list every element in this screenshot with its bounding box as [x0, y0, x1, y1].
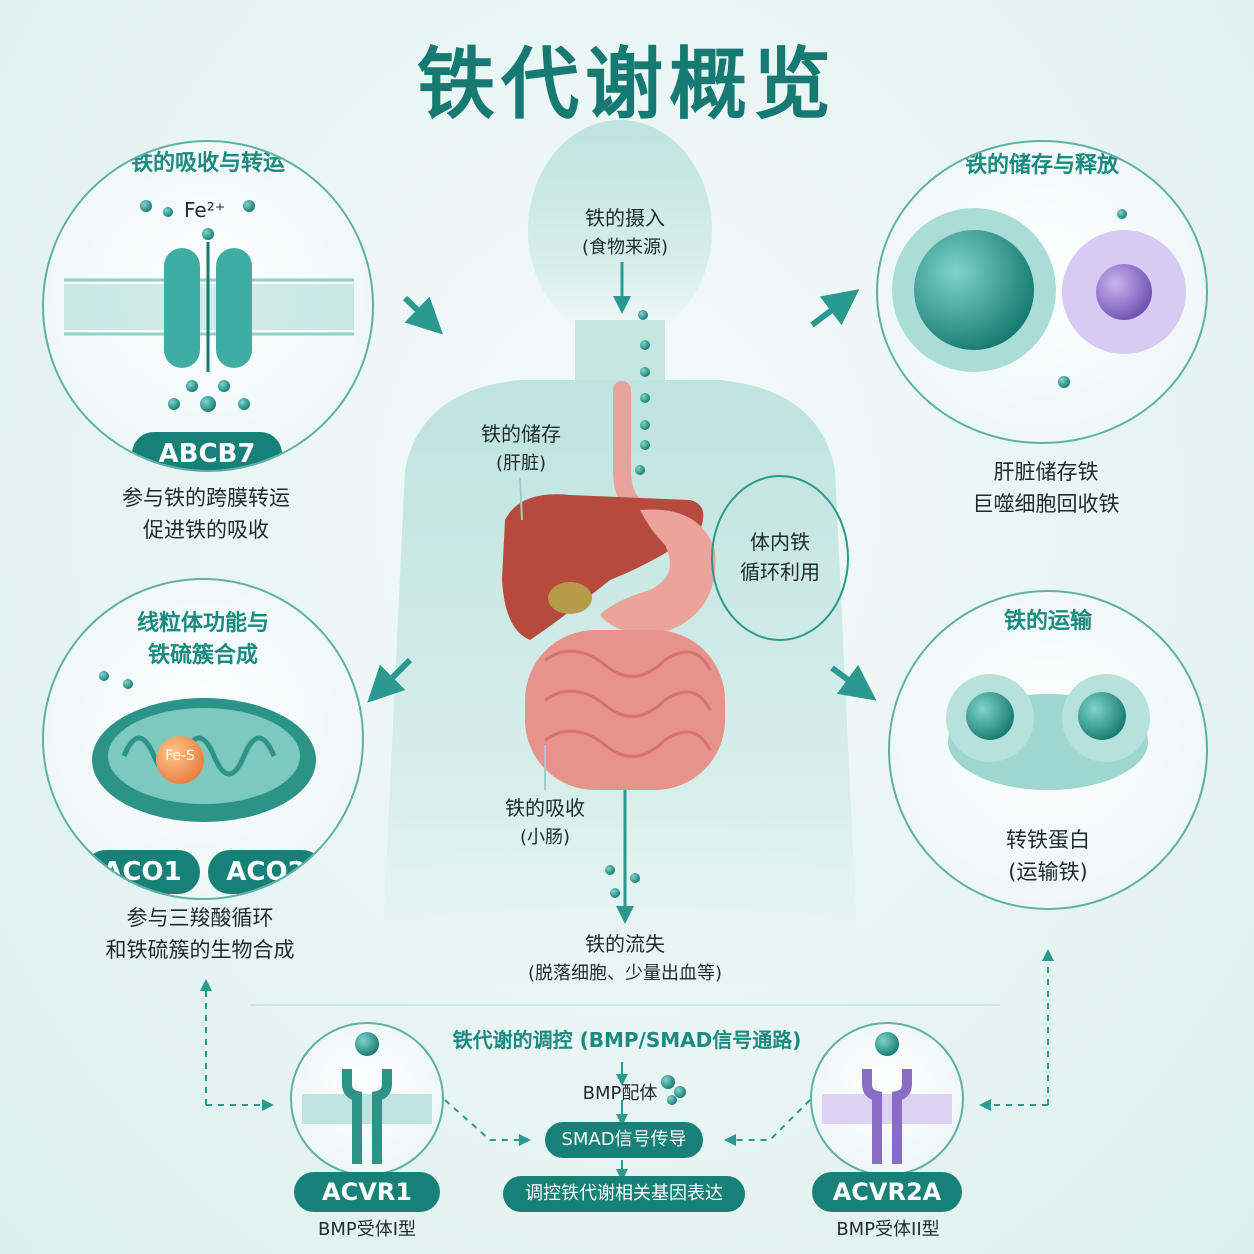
acvr1-receptor-graphic: [290, 1022, 444, 1176]
abcb7-description-2: 促进铁的吸收: [143, 518, 269, 542]
acvr1-description: BMP受体I型: [317, 1219, 417, 1240]
iron-ion-label: Fe²⁺: [184, 198, 226, 222]
loss-label: 铁的流失: [585, 932, 665, 956]
intake-label: 铁的摄入: [585, 206, 665, 230]
panel-title: 铁的吸收与转运: [130, 151, 285, 176]
aco1-badge: ACO1: [84, 850, 200, 894]
panel-mitochondria: 线粒体功能与 铁硫簇合成 Fe-S ACO1 ACO2: [42, 578, 364, 900]
gallbladder: [548, 582, 592, 614]
regulation-title: 铁代谢的调控 (BMP/SMAD信号通路): [452, 1028, 802, 1052]
panel-storage-release: 铁的储存与释放: [876, 140, 1208, 444]
membrane-transporter-graphic: [64, 200, 354, 412]
absorption-label: 铁的吸收: [505, 796, 585, 820]
receptor-icon: [302, 1032, 432, 1164]
transferrin-sub-label: (运输铁): [1008, 860, 1088, 884]
acvr2a-receptor-graphic: [810, 1022, 964, 1176]
loss-sub-label: (脱落细胞、少量出血等): [527, 963, 723, 984]
fe-s-label: Fe-S: [165, 748, 195, 764]
panel-transport: 铁的运输 转铁蛋白 (运输铁): [888, 590, 1208, 910]
cycle-label-1: 体内铁: [750, 530, 810, 554]
abcb7-badge: ABCB7: [132, 432, 282, 470]
receptor-icon: [822, 1032, 952, 1164]
aco-description-1: 参与三羧酸循环: [126, 906, 274, 930]
cycle-label-2: 循环利用: [740, 560, 820, 584]
panel-absorption-transport: 铁的吸收与转运 Fe²⁺ ABCB7: [42, 140, 374, 472]
cells-graphic: [892, 208, 1186, 388]
panel-title-line2: 铁硫簇合成: [147, 643, 258, 668]
aco2-badge: ACO2: [208, 850, 324, 894]
acvr2a-description: BMP受体II型: [836, 1219, 940, 1240]
acvr1-badge: ACVR1: [294, 1172, 440, 1212]
aco-description-2: 和铁硫簇的生物合成: [105, 938, 295, 962]
intake-sub-label: (食物来源): [581, 237, 669, 258]
storage-description-2: 巨噬细胞回收铁: [972, 492, 1120, 516]
absorption-sub-label: (小肠): [519, 827, 571, 848]
mitochondrion-graphic: [92, 671, 316, 822]
smad-signaling-pill: SMAD信号传导: [545, 1122, 703, 1158]
transferrin-graphic: [946, 674, 1150, 790]
stomach-organ: [600, 509, 716, 633]
storage-sub-label: (肝脏): [495, 453, 547, 474]
intestine-organ: [525, 630, 725, 790]
transferrin-label: 转铁蛋白: [1006, 828, 1090, 852]
abcb7-description-1: 参与铁的跨膜转运: [122, 486, 290, 510]
bmp-ligand-label: BMP配体: [582, 1083, 658, 1104]
storage-description-1: 肝脏储存铁: [993, 460, 1099, 484]
panel-title-line1: 线粒体功能与: [136, 611, 269, 636]
storage-label: 铁的储存: [481, 422, 561, 446]
panel-title: 铁的运输: [1003, 609, 1092, 634]
gene-regulation-pill: 调控铁代谢相关基因表达: [503, 1176, 745, 1212]
page-title: 铁代谢概览: [416, 40, 837, 130]
acvr2a-badge: ACVR2A: [812, 1172, 962, 1212]
cycle-loop: [711, 475, 849, 641]
panel-title: 铁的储存与释放: [964, 153, 1119, 178]
fe-s-cluster: Fe-S: [156, 736, 204, 784]
